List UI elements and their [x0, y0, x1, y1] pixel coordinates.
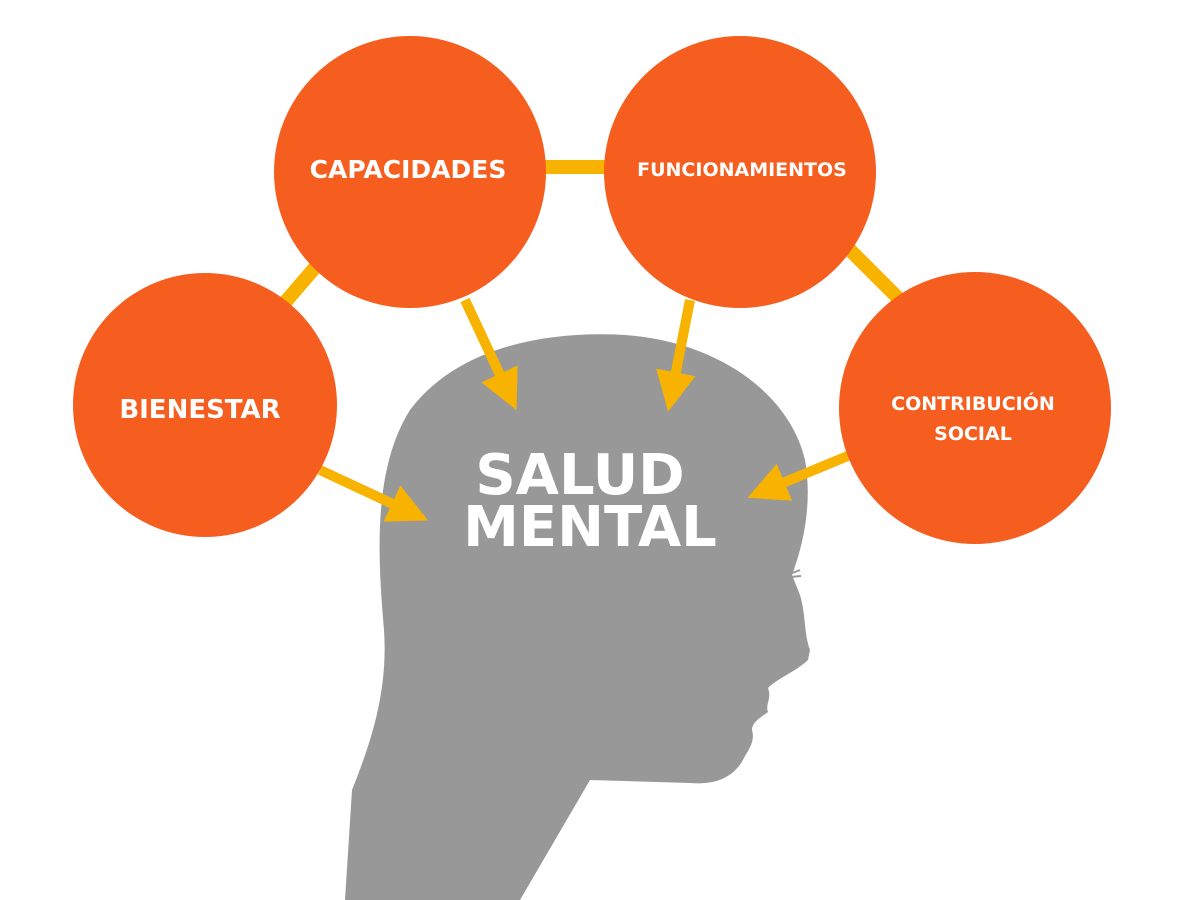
center-title-line1: SALUD	[475, 443, 684, 508]
node-bienestar: BIENESTAR	[73, 273, 337, 537]
arrow-capacidades	[460, 297, 518, 411]
node-capacidades: CAPACIDADES	[274, 36, 546, 308]
arrow-bienestar	[317, 465, 429, 522]
node-contribucion-label-line1: CONTRIBUCIÓN	[891, 391, 1055, 415]
node-contribucion-social: CONTRIBUCIÓN SOCIAL	[839, 272, 1111, 544]
eyelash-icon	[789, 569, 802, 578]
arrow-funcionamientos	[656, 299, 696, 412]
node-capacidades-label: CAPACIDADES	[310, 155, 507, 184]
node-funcionamientos-label: FUNCIONAMIENTOS	[637, 159, 847, 181]
head-silhouette	[345, 334, 810, 900]
node-bienestar-label: BIENESTAR	[119, 395, 280, 425]
node-funcionamientos: FUNCIONAMIENTOS	[604, 36, 876, 308]
node-contribucion-label-line2: SOCIAL	[934, 423, 1012, 445]
center-title-line2: MENTAL	[463, 495, 717, 560]
arrow-contribucion	[747, 450, 852, 501]
